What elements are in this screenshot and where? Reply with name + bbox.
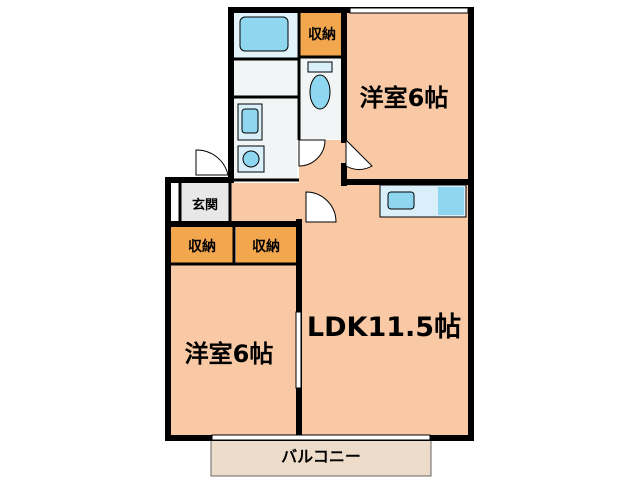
stove: [438, 187, 464, 215]
washroom: [233, 60, 297, 98]
western-room-bottom: [171, 264, 299, 436]
western-room-top: [346, 12, 470, 182]
storage-top-label: 収納: [308, 26, 336, 43]
western-room-top-label: 洋室6帖: [360, 84, 449, 112]
washer-drum: [242, 150, 260, 168]
bathtub: [239, 16, 289, 52]
door-swings: [195, 138, 373, 223]
western-room-bottom-label: 洋室6帖: [185, 340, 274, 368]
toilet-tank: [307, 61, 333, 73]
interior-walls: [171, 10, 344, 266]
storage-right: [236, 226, 296, 264]
windows: [211, 7, 469, 441]
entrance: [180, 183, 230, 223]
storage-top: [300, 12, 344, 57]
balcony-label: バルコニー: [281, 447, 361, 466]
kitchen-sink: [387, 191, 415, 210]
entrance-label: 玄関: [192, 197, 218, 213]
storage-left-label: 収納: [188, 238, 216, 255]
balcony: [210, 437, 432, 477]
ldk-label: LDK11.5帖: [307, 312, 461, 343]
storage-right-label: 収納: [252, 238, 280, 255]
toilet-bowl: [309, 74, 331, 110]
storage-left: [171, 226, 233, 264]
ldk-room: [299, 183, 470, 436]
washbasin: [241, 108, 259, 134]
